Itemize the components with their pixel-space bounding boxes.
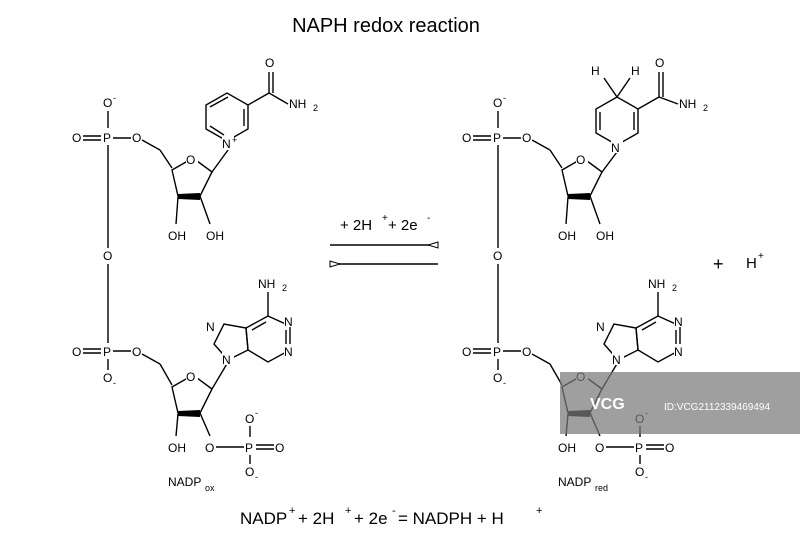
condition-2e-sup: - [427,213,430,224]
r-amide-nh-2: 2 [703,103,708,113]
nadp-red-label-sub: red [595,483,608,493]
r-ribose-top-o: O [576,153,585,167]
equation-products: = NADPH + H [398,509,504,528]
r-phosphate-top-minus: - [503,93,506,103]
phosphate-2p-minus-bottom: - [255,472,258,482]
r-phosphate-2p-p: P [635,441,643,455]
condition-2e: + 2e [388,217,418,234]
equation-2e-sup: - [392,505,396,517]
r-phosphate-2p-o-minus-bottom: O [635,465,644,479]
r-adenine-nh: NH [648,277,665,291]
phosphate-top-o-double: O [72,131,81,145]
amide-o: O [265,56,274,70]
phosphate-2p-o-double: O [275,441,284,455]
bridge-o: O [103,249,112,263]
r-adenine-n3: N [674,345,683,359]
r-adenine-n1: N [674,315,683,329]
amide-nh: NH [289,97,306,111]
proton-plus: + [713,254,724,274]
r-phosphate-top-o-ester: O [522,131,531,145]
condition-2h-sup: + [382,213,388,224]
phosphate-bottom-minus: - [113,378,116,388]
ribose-top-o: O [186,153,195,167]
dihydro-h-1: H [591,64,600,78]
equation-nadp: NADP [240,509,287,528]
watermark-logo: VCG [590,396,625,413]
amide-nh-2: 2 [313,103,318,113]
phosphate-bottom-o-ester: O [132,345,141,359]
phosphate-bottom-o-minus: O [103,371,112,385]
r-phosphate-bottom-minus: - [503,378,506,388]
dihydropyridine-n: N [611,141,620,155]
adenine-nh: NH [258,277,275,291]
phosphate-bottom-o-double: O [72,345,81,359]
equation-products-sup: + [536,505,542,517]
phosphate-2p-o-minus-top: O [245,412,254,426]
r-ribose-top-oh-2: OH [596,229,614,243]
adenine-nh-2: 2 [282,283,287,293]
phosphate-2p-p: P [245,441,253,455]
ribose-top-oh-1: OH [168,229,186,243]
ribose-bottom-oh: OH [168,441,186,455]
ribose-top-oh-2: OH [206,229,224,243]
watermark-id: ID:VCG2112339469494 [664,402,770,413]
nadp-ox-label: NADP [168,475,201,489]
r-amide-nh: NH [679,97,696,111]
adenine-n9: N [222,353,231,367]
r-ribose-top-oh-1: OH [558,229,576,243]
dihydro-h-2: H [631,64,640,78]
r-phosphate-top-p: P [493,131,501,145]
proton-h-sup: + [758,251,764,262]
r-adenine-nh-2: 2 [672,283,677,293]
pyridinium-n: N [222,137,231,151]
nadp-ox-label-sub: ox [205,483,215,493]
proton-product: + H + [713,251,764,274]
r-ribose-bottom-oh: OH [558,441,576,455]
r-adenine-n7: N [596,320,605,334]
equation-2e: + 2e [354,509,388,528]
proton-h: H [746,255,757,272]
r-phosphate-top-o-double: O [462,131,471,145]
nadp-red-label: NADP [558,475,591,489]
phosphate-2p-minus-top: - [255,408,258,418]
ribose-bottom-o-2p: O [205,441,214,455]
r-phosphate-bottom-o-minus: O [493,371,502,385]
reaction-condition: + 2H + + 2e - [340,213,430,234]
r-phosphate-bottom-p: P [493,345,501,359]
nadp-ox-structure: O - O P O O O OH OH N + O [72,56,318,493]
diagram-title: NAPH redox reaction [292,15,480,37]
phosphate-top-minus: - [113,93,116,103]
forward-arrow [330,241,439,249]
equation-2h-sup: + [345,505,351,517]
watermark: VCG ID:VCG2112339469494 [560,372,800,434]
adenine-n1: N [284,315,293,329]
adenine-n3: N [284,345,293,359]
equation-nadp-sup: + [289,505,295,517]
r-bridge-o: O [493,249,502,263]
condition-2h: + 2H [340,217,372,234]
r-ribose-bottom-o-2p: O [595,441,604,455]
r-amide-o: O [655,56,664,70]
phosphate-top-p: P [103,131,111,145]
equation-2h: + 2H [298,509,334,528]
r-phosphate-bottom-o-ester: O [522,345,531,359]
phosphate-bottom-p: P [103,345,111,359]
phosphate-2p-o-minus-bottom: O [245,465,254,479]
r-phosphate-2p-minus-bottom: - [645,472,648,482]
phosphate-top-o-minus: O [103,96,112,110]
r-adenine-n9: N [612,353,621,367]
r-phosphate-2p-o-double: O [665,441,674,455]
reverse-arrow [329,260,438,268]
r-phosphate-bottom-o-double: O [462,345,471,359]
ribose-bottom-o: O [186,370,195,384]
phosphate-top-o-ester: O [132,131,141,145]
overall-equation: NADP + + 2H + + 2e - = NADPH + H + [240,505,542,528]
pyridinium-n-plus: + [232,135,237,145]
adenine-n7: N [206,320,215,334]
r-phosphate-top-o-minus: O [493,96,502,110]
